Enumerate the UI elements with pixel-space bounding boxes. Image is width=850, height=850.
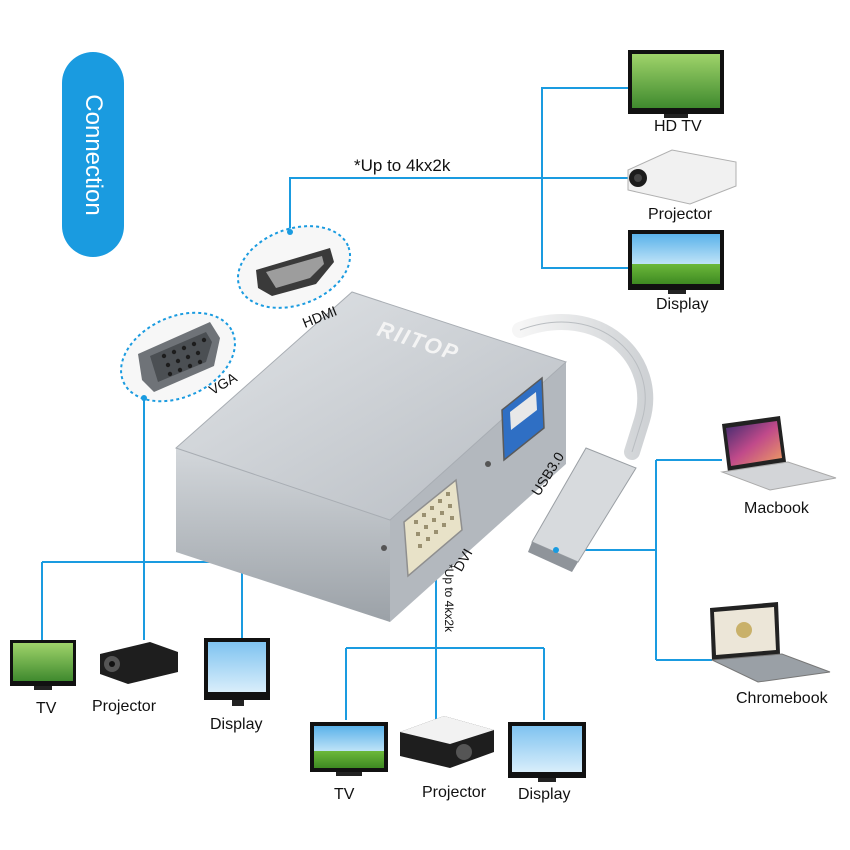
display-dvi — [508, 722, 586, 782]
tv-dvi-label: TV — [334, 786, 355, 803]
tv-vga-label: TV — [36, 700, 57, 717]
projector-dvi — [400, 716, 494, 768]
display-dvi-label: Display — [518, 786, 571, 803]
adapter-body — [175, 291, 654, 622]
projector-right — [627, 149, 737, 205]
tv-vga — [10, 640, 76, 690]
chromebook-label: Chromebook — [736, 690, 828, 707]
tv-dvi — [310, 722, 388, 776]
projector-vga — [100, 642, 178, 684]
hdmi-port-callout — [236, 225, 352, 309]
display-right-label: Display — [656, 296, 709, 313]
macbook — [720, 416, 837, 491]
projector-right-label: Projector — [648, 206, 713, 223]
display-vga — [204, 638, 270, 706]
connection-lines — [41, 87, 722, 720]
connection-badge: Connection — [62, 52, 124, 257]
chromebook — [710, 602, 831, 683]
dvi-resolution-note: *Up to 4kx2k — [442, 564, 456, 633]
display-vga-label: Display — [210, 716, 263, 733]
hdtv-right — [628, 50, 724, 118]
hdmi-resolution-note: *Up to 4kx2k — [354, 156, 451, 175]
hdtv-label: HD TV — [654, 118, 702, 135]
projector-dvi-label: Projector — [422, 784, 487, 801]
macbook-label: Macbook — [744, 500, 809, 517]
display-right — [628, 230, 724, 294]
vga-port-callout — [120, 311, 236, 403]
projector-vga-label: Projector — [92, 698, 157, 715]
